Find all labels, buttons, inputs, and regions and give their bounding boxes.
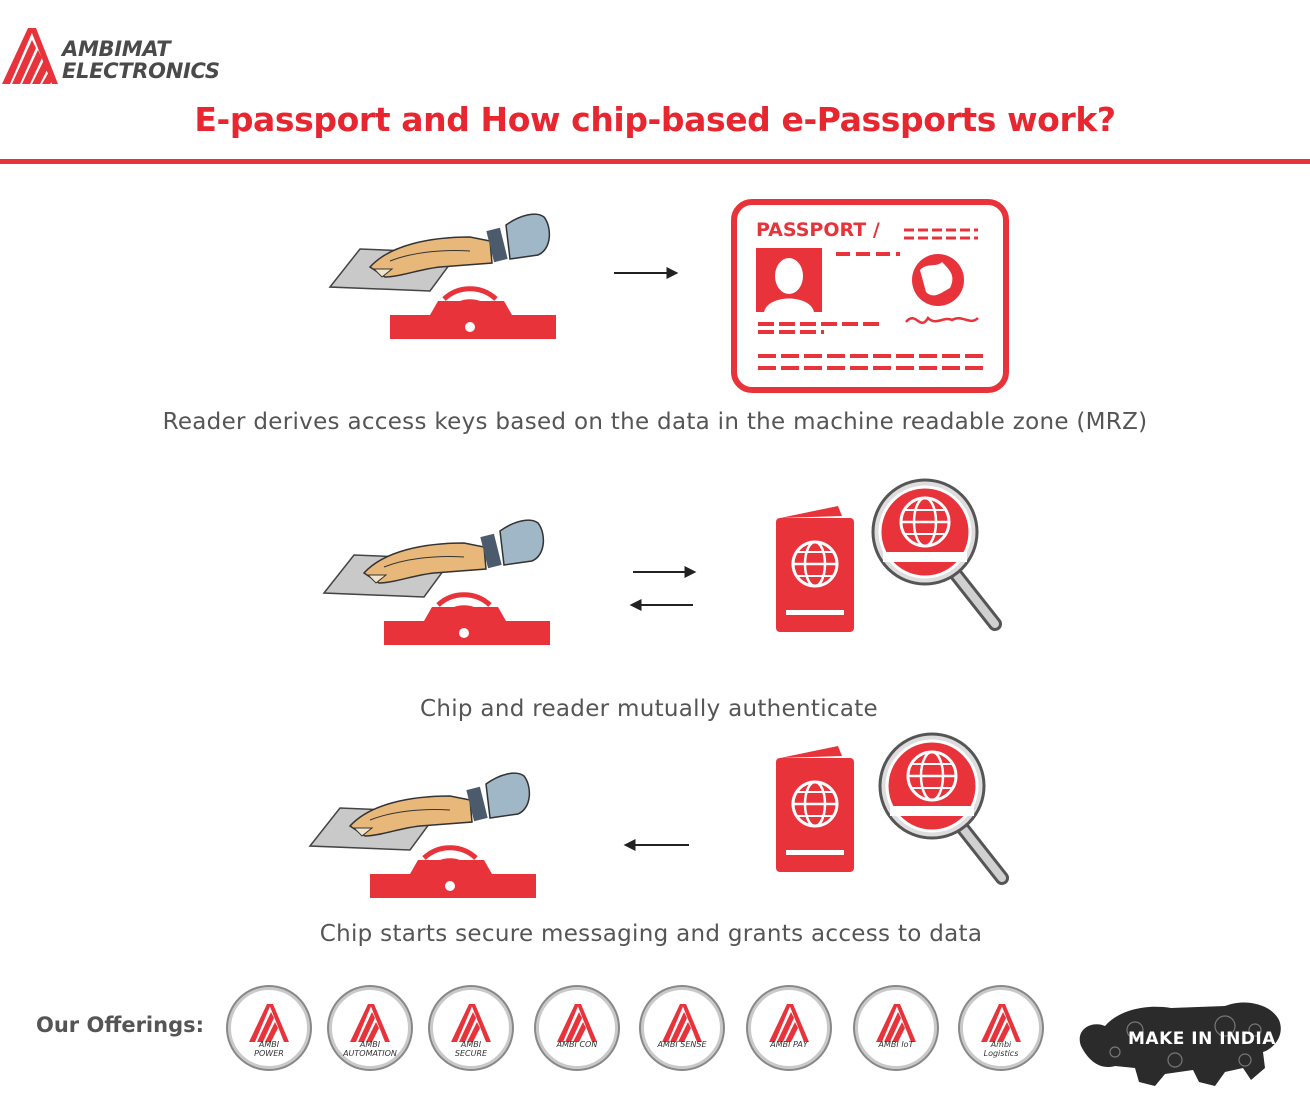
- passport-card: [731, 199, 1009, 393]
- ambimat-logo-icon: [350, 1004, 390, 1042]
- passport-book-icon: [774, 504, 856, 634]
- offering-line1: AMBI: [258, 1040, 280, 1049]
- step-caption-3: Chip starts secure messaging and grants …: [319, 921, 983, 947]
- magnifier-icon: [873, 480, 995, 624]
- ambimat-logo-icon: [557, 1004, 597, 1042]
- offering-line2: AUTOMATION: [343, 1049, 397, 1058]
- offering-badge[interactable]: AMBI PAY: [748, 987, 830, 1069]
- logo-line1: AMBIMAT: [62, 37, 171, 61]
- ambimat-logo-icon: [249, 1004, 289, 1042]
- make-in-india-lion-icon: [1079, 1002, 1281, 1086]
- ambimat-logo-icon: [2, 28, 58, 84]
- offering-line1: AMBI: [460, 1040, 482, 1049]
- reader-icon: [310, 773, 536, 898]
- title-divider: [0, 159, 1310, 164]
- offerings-label: Our Offerings:: [36, 1013, 205, 1037]
- ambimat-logo-icon: [451, 1004, 491, 1042]
- magnifier-icon: [880, 734, 1002, 878]
- offering-line1: AMBI CON: [556, 1040, 598, 1049]
- offering-badge[interactable]: AMBI SENSE: [641, 987, 723, 1069]
- reader-icon: [324, 520, 550, 645]
- ambimat-logo-icon: [769, 1004, 809, 1042]
- offering-line1: AMBI SENSE: [657, 1040, 707, 1049]
- step-caption-1: Reader derives access keys based on the …: [162, 409, 1148, 435]
- offering-line1: AMBI PAY: [770, 1040, 808, 1049]
- ambimat-logo-icon: [876, 1004, 916, 1042]
- ambimat-logo-icon: [981, 1004, 1021, 1042]
- reader-icon: [330, 214, 556, 339]
- epassport-diagram: [0, 199, 1009, 985]
- offering-line1: Ambi: [990, 1040, 1012, 1049]
- offering-badge[interactable]: AMBI CON: [536, 987, 618, 1069]
- ambimat-logo-icon: [662, 1004, 702, 1042]
- passport-book-icon: [774, 744, 856, 874]
- offering-line2: Logistics: [983, 1049, 1019, 1058]
- page-title: E-passport and How chip-based e-Passport…: [194, 100, 1116, 139]
- offering-line1: AMBI: [359, 1040, 381, 1049]
- step-caption-2: Chip and reader mutually authenticate: [419, 696, 879, 722]
- offering-badge[interactable]: AMBI IoT: [855, 987, 937, 1069]
- logo-line2: ELECTRONICS: [62, 59, 220, 83]
- offering-line1: AMBI IoT: [878, 1040, 914, 1049]
- company-name: AMBIMAT ELECTRONICS: [62, 38, 220, 82]
- passport-label: PASSPORT /: [756, 219, 880, 241]
- offering-line2: SECURE: [454, 1049, 488, 1058]
- offering-line2: POWER: [254, 1049, 284, 1058]
- make-in-india-text: MAKE IN INDIA: [1128, 1029, 1276, 1049]
